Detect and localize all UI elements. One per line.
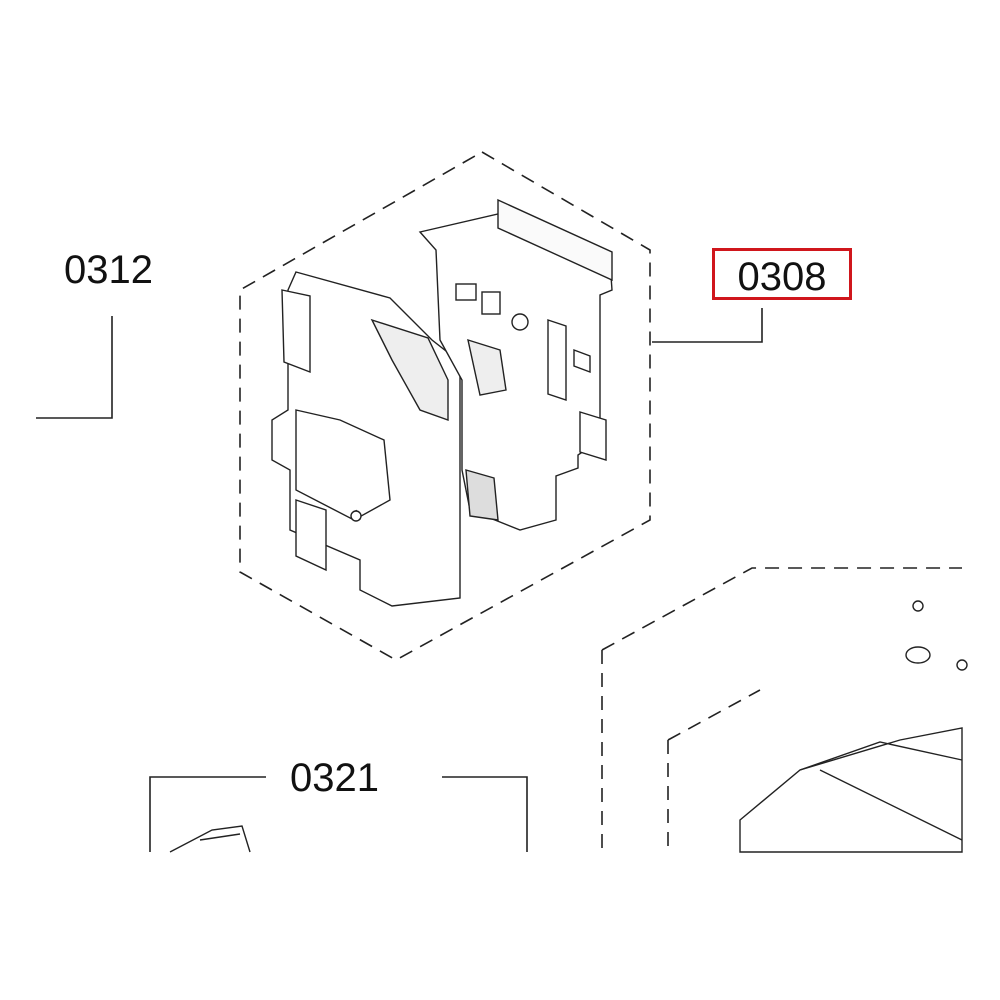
part-label-0308-highlighted[interactable]: 0308	[712, 248, 852, 300]
dashed-boundary-0308	[239, 151, 651, 661]
part-label-0321: 0321	[290, 756, 379, 800]
control-module-drawing	[271, 198, 613, 607]
base-part-drawing	[739, 600, 968, 853]
part-label-0312: 0312	[64, 248, 153, 292]
leader-line-0308	[652, 308, 763, 343]
leader-line-0321	[149, 776, 528, 852]
dashed-boundary-bottom-right	[601, 567, 962, 852]
leader-line-0312	[36, 316, 113, 419]
part-0321-drawing	[169, 825, 251, 853]
